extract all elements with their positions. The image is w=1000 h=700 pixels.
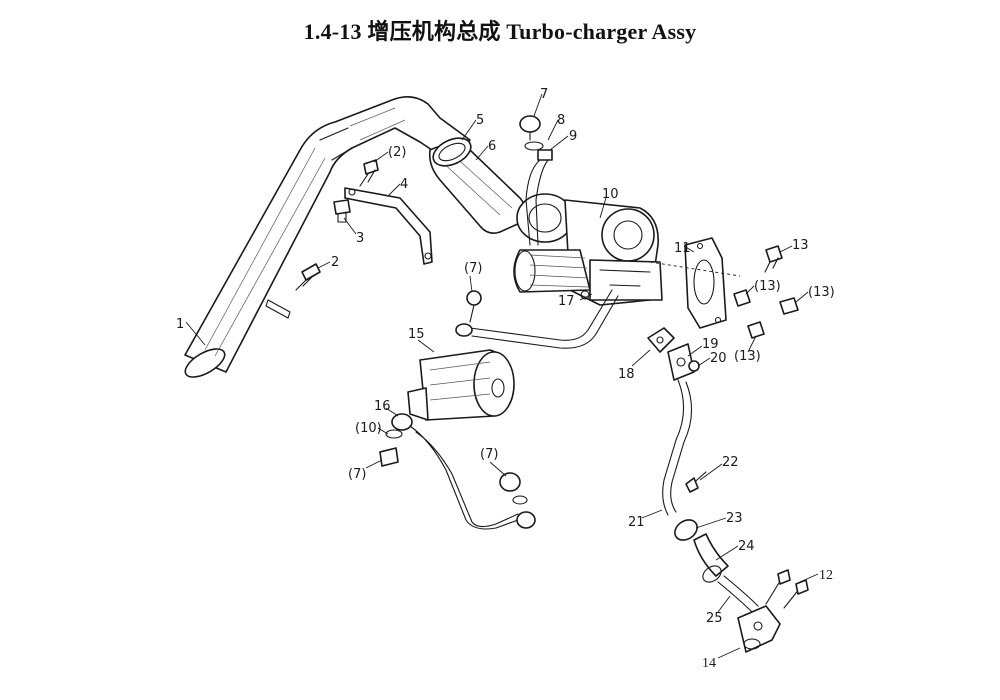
callout-13: 13 xyxy=(792,238,809,253)
callout-2: 2 xyxy=(331,255,339,270)
part-18-flange xyxy=(647,327,675,353)
part-14-flange xyxy=(737,605,781,653)
callout-10-ref: (10) xyxy=(355,421,382,436)
part-24-hose xyxy=(693,533,729,583)
callout-14: 14 xyxy=(702,656,716,671)
callout-3: 3 xyxy=(356,231,364,246)
part-13-bolt-b xyxy=(779,297,799,315)
callout-13-ref-a: (13) xyxy=(754,279,781,294)
part-3-bolt xyxy=(333,199,351,223)
part-10-turbocharger xyxy=(513,193,663,306)
callout-19: 19 xyxy=(702,337,719,352)
callout-12: 12 xyxy=(819,568,833,583)
part-11-gasket xyxy=(684,237,727,329)
part-1-intake-pipe xyxy=(184,96,471,378)
callout-20: 20 xyxy=(710,351,727,366)
callout-6: 6 xyxy=(488,139,496,154)
callout-18: 18 xyxy=(618,367,635,382)
callout-7-ref-b: (7) xyxy=(348,467,366,482)
callout-labels: 1 2 (2) 3 4 5 6 7 8 9 10 11 12 13 (13) (… xyxy=(176,87,835,671)
callout-9: 9 xyxy=(569,129,577,144)
part-17-oil-line xyxy=(455,289,619,349)
part-7-banjo-bolt xyxy=(519,115,541,141)
diagram-title: 1.4-13 增压机构总成 Turbo-charger Assy xyxy=(303,19,697,44)
part-22-bolt xyxy=(685,471,707,493)
callout-4: 4 xyxy=(400,177,408,192)
part-2-bolt-repeat xyxy=(359,159,379,187)
part-9-oil-pipe xyxy=(525,149,553,246)
part-23-clamp xyxy=(674,519,698,541)
part-13-bolt-c xyxy=(747,321,765,339)
callout-8: 8 xyxy=(557,113,565,128)
part-16-oil-line xyxy=(379,413,536,530)
callout-7: 7 xyxy=(540,87,548,102)
callout-21: 21 xyxy=(628,515,645,530)
callout-5: 5 xyxy=(476,113,484,128)
callout-16: 16 xyxy=(374,399,391,414)
callout-13-ref-c: (13) xyxy=(734,349,761,364)
part-15-oil-filter xyxy=(407,349,515,421)
part-19-gasket xyxy=(667,343,695,381)
leader-lines xyxy=(185,93,819,659)
part-20-nut xyxy=(688,360,700,372)
callout-17: 17 xyxy=(558,294,575,309)
part-2-bolt xyxy=(295,263,321,291)
callout-25: 25 xyxy=(706,611,723,626)
callout-10: 10 xyxy=(602,187,619,202)
callout-24: 24 xyxy=(738,539,755,554)
part-13-bolt xyxy=(764,245,783,273)
callout-7-ref-a: (7) xyxy=(464,261,482,276)
callout-2-ref: (2) xyxy=(388,145,406,160)
callout-22: 22 xyxy=(722,455,739,470)
callout-1: 1 xyxy=(176,317,184,332)
callout-11: 11 xyxy=(674,241,691,256)
part-25-return-tube xyxy=(717,575,759,613)
callout-15: 15 xyxy=(408,327,425,342)
callout-7-ref-c: (7) xyxy=(480,447,498,462)
part-12-bolt xyxy=(765,569,809,609)
part-21-return-pipe xyxy=(662,379,693,516)
callout-13-ref-b: (13) xyxy=(808,285,835,300)
part-5-hose-clamp xyxy=(432,137,472,167)
part-4-bracket xyxy=(344,187,433,265)
part-8-washer xyxy=(524,141,544,151)
callout-23: 23 xyxy=(726,511,743,526)
